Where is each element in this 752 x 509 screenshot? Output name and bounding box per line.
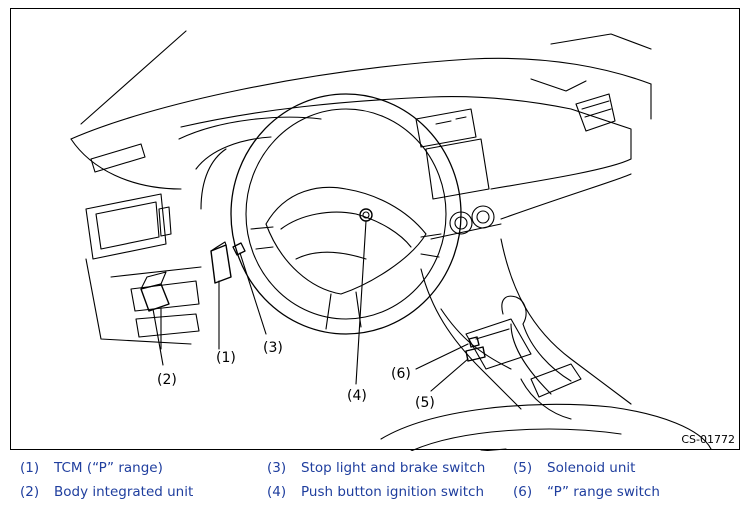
legend-label: Body integrated unit	[54, 484, 194, 500]
callout-3: (3)	[263, 340, 283, 356]
legend-label: “P” range switch	[547, 484, 660, 500]
legend-label: Solenoid unit	[547, 460, 636, 476]
legend-number: (3)	[267, 460, 287, 476]
callout-1: (1)	[216, 350, 236, 366]
legend-item-1: (1) TCM (“P” range)	[20, 460, 163, 476]
legend-label: Push button ignition switch	[301, 484, 485, 500]
legend-item-5: (5) Solenoid unit	[513, 460, 635, 476]
callout-4: (4)	[347, 388, 367, 404]
legend-number: (2)	[20, 484, 40, 500]
legend-number: (5)	[513, 460, 533, 476]
figure-id: CS-01772	[681, 433, 735, 446]
legend-number: (4)	[267, 484, 287, 500]
dashboard-line-drawing	[70, 30, 712, 451]
legend-number: (6)	[513, 484, 533, 500]
callout-2: (2)	[157, 372, 177, 388]
legend-item-3: (3) Stop light and brake switch	[267, 460, 485, 476]
legend: (1) TCM (“P” range) (2) Body integrated un…	[0, 456, 752, 509]
callout-6: (6)	[391, 366, 411, 382]
callout-5: (5)	[415, 395, 435, 411]
legend-item-4: (4) Push button ignition switch	[267, 484, 484, 500]
legend-item-2: (2) Body integrated unit	[20, 484, 193, 500]
legend-item-6: (6) “P” range switch	[513, 484, 660, 500]
legend-label: Stop light and brake switch	[301, 460, 486, 476]
legend-label: TCM (“P” range)	[54, 460, 163, 476]
diagram-frame: (1) (2) (3) (4) (5) (6) CS-01772	[10, 8, 740, 451]
legend-number: (1)	[20, 460, 40, 476]
